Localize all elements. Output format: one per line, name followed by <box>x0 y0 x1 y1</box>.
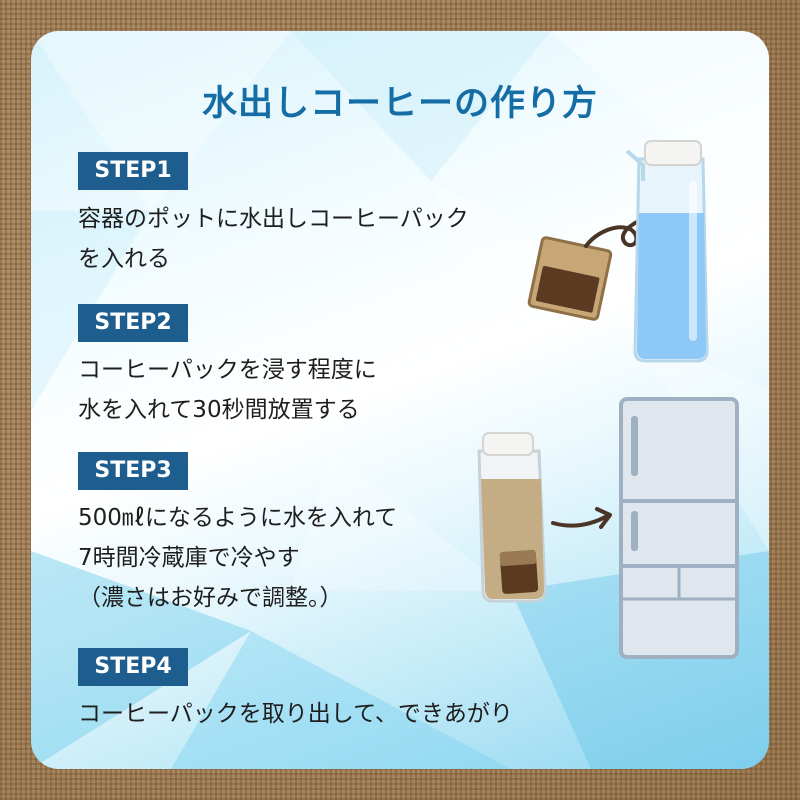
coffee-pitcher-icon <box>477 432 547 603</box>
step2-text: コーヒーパックを浸す程度に 水を入れて30秒間放置する <box>78 357 377 423</box>
step3-text: 500㎖になるように水を入れて 7時間冷蔵庫で冷やす （濃さはお好みで調整。） <box>78 505 398 611</box>
refrigerator-icon <box>619 397 739 659</box>
step1-text: 容器のポットに水出しコーヒーパック を入れる <box>78 206 469 272</box>
curved-arrow-icon <box>584 215 658 248</box>
step3-badge: STEP3 <box>78 452 188 490</box>
step4-badge: STEP4 <box>78 648 188 686</box>
water-pitcher-icon <box>625 140 709 363</box>
step4-text: コーヒーパックを取り出して、できあがり <box>78 701 513 727</box>
coffee-bag-icon <box>527 236 613 321</box>
recipe-card: 水出しコーヒーの作り方 STEP1 容器のポットに水出しコーヒーパック を入れる… <box>31 31 769 769</box>
step2-badge: STEP2 <box>78 304 188 342</box>
curved-arrow-icon <box>551 513 611 528</box>
illustrations <box>477 140 739 659</box>
step1-badge: STEP1 <box>78 152 188 190</box>
page-title: 水出しコーヒーの作り方 <box>201 84 598 124</box>
